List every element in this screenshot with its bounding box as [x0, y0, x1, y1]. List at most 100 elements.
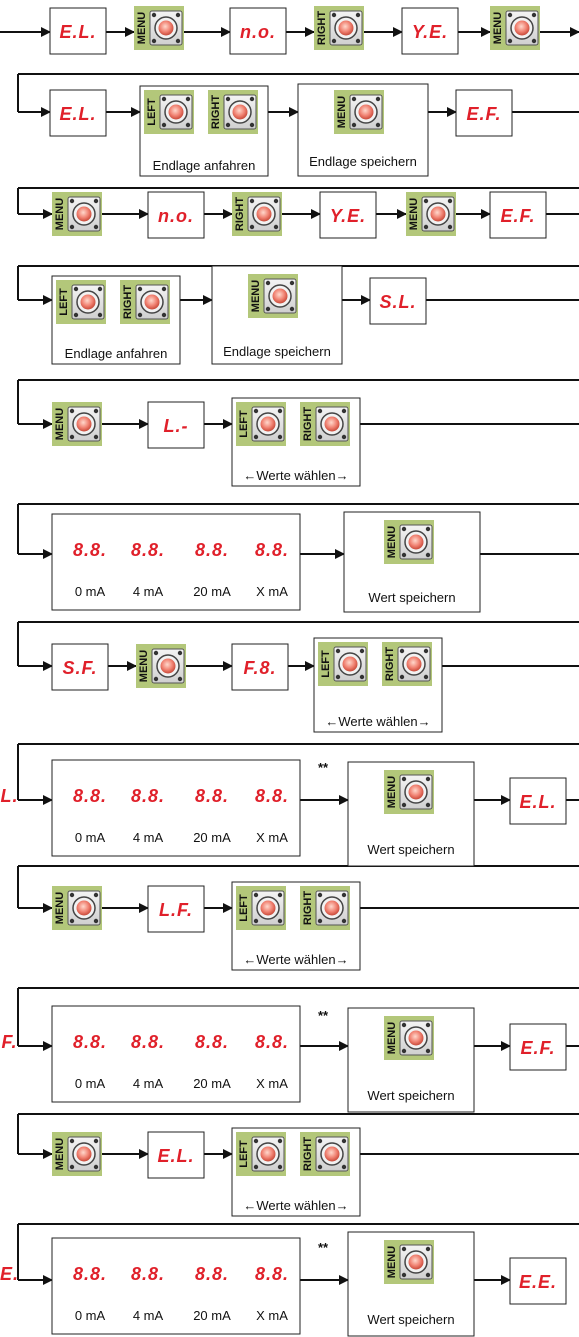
button-led-icon [260, 416, 276, 432]
display-r7-1 [51, 643, 109, 691]
button-label: LEFT [238, 894, 250, 922]
menu-button-r7[interactable]: MENU [136, 644, 186, 688]
display-value: L.- [164, 416, 189, 436]
button-label: RIGHT [210, 95, 222, 130]
menu-button-r8[interactable]: MENU [384, 770, 434, 814]
button-label: MENU [386, 1022, 398, 1054]
menu-button-r6[interactable]: MENU [384, 520, 434, 564]
display-value: Y.E. [330, 206, 366, 226]
menu-button-r1-2[interactable]: MENU [490, 6, 540, 50]
double-star-note: ** [318, 1008, 329, 1023]
display-value: E.L. [519, 792, 556, 812]
menu-button-r11[interactable]: MENU [52, 1132, 102, 1176]
display-r4-1 [369, 277, 427, 325]
r9-select-right-button[interactable]: RIGHT [300, 886, 350, 930]
r8-display-panel [51, 759, 301, 857]
button-led-icon [514, 20, 530, 36]
r5-select-caption: ←Werte wählen→ [243, 468, 348, 483]
button-label: MENU [386, 526, 398, 558]
button-label: MENU [54, 408, 66, 440]
display-value: 8.8. [195, 1032, 229, 1052]
ma-label: 0 mA [75, 584, 106, 599]
menu-button-r12[interactable]: MENU [384, 1240, 434, 1284]
r9-select-left-button[interactable]: LEFT [236, 886, 286, 930]
button-label: MENU [136, 12, 148, 44]
ma-label: 0 mA [75, 830, 106, 845]
r10-display-panel [51, 1005, 301, 1103]
button-label: RIGHT [384, 647, 396, 682]
ma-label: X mA [256, 1076, 288, 1091]
menu-button-r9[interactable]: MENU [52, 886, 102, 930]
ma-label: 20 mA [193, 830, 231, 845]
r4-select-right-button[interactable]: RIGHT [120, 280, 170, 324]
display-value: L.F. [159, 900, 193, 920]
display-r7-2 [231, 643, 289, 691]
right-button-r1[interactable]: RIGHT [314, 6, 364, 50]
ma-label: X mA [256, 830, 288, 845]
r2-select-caption: Endlage anfahren [153, 158, 256, 173]
button-label: MENU [492, 12, 504, 44]
menu-button-r3-1[interactable]: MENU [52, 192, 102, 236]
button-label: RIGHT [302, 1137, 314, 1172]
display-value: 8.8. [131, 540, 165, 560]
button-label: MENU [54, 1138, 66, 1170]
display-value: F.8. [243, 658, 276, 678]
menu-button-r3-2[interactable]: MENU [406, 192, 456, 236]
r2-select-right-button[interactable]: RIGHT [208, 90, 258, 134]
menu-button-r1-1[interactable]: MENU [134, 6, 184, 50]
double-star-note: ** [318, 1240, 329, 1255]
button-label: RIGHT [122, 285, 134, 320]
ma-label: 4 mA [133, 830, 164, 845]
button-label: MENU [54, 892, 66, 924]
right-button-r3[interactable]: RIGHT [232, 192, 282, 236]
button-label: LEFT [320, 650, 332, 678]
r2-select-left-button[interactable]: LEFT [144, 90, 194, 134]
display-value: E.L. [59, 22, 96, 42]
display-value: E.E. [519, 1272, 557, 1292]
menu-button-r2[interactable]: MENU [334, 90, 384, 134]
button-led-icon [408, 784, 424, 800]
button-led-icon [260, 900, 276, 916]
display-value: E.L. [59, 104, 96, 124]
display-r3-3 [489, 191, 547, 239]
r7-select-left-button[interactable]: LEFT [318, 642, 368, 686]
display-value: 8.8. [73, 786, 107, 806]
ma-label: 20 mA [193, 1076, 231, 1091]
r7-select-right-button[interactable]: RIGHT [382, 642, 432, 686]
display-value: n.o. [240, 22, 276, 42]
button-label: RIGHT [234, 197, 246, 232]
button-label: MENU [408, 198, 420, 230]
display-value: 8.8. [73, 540, 107, 560]
ma-label: X mA [256, 584, 288, 599]
r5-select-left-button[interactable]: LEFT [236, 402, 286, 446]
display-value: E.E. [0, 1264, 19, 1284]
display-value: 8.8. [73, 1264, 107, 1284]
display-r1-1 [49, 7, 107, 55]
display-value: 8.8. [195, 1264, 229, 1284]
button-led-icon [406, 656, 422, 672]
r4-save-caption: Endlage speichern [223, 344, 331, 359]
menu-button-r5[interactable]: MENU [52, 402, 102, 446]
display-value: E.F. [520, 1038, 555, 1058]
r11-select-left-button[interactable]: LEFT [236, 1132, 286, 1176]
display-value: Y.E. [412, 22, 448, 42]
button-label: MENU [336, 96, 348, 128]
button-led-icon [324, 416, 340, 432]
display-value: 8.8. [255, 540, 289, 560]
display-value: E.F. [466, 104, 501, 124]
ma-label: X mA [256, 1308, 288, 1323]
display-value: 8.8. [255, 786, 289, 806]
display-r10-5 [509, 1023, 567, 1071]
display-r3-1 [147, 191, 205, 239]
display-value: 8.8. [131, 1264, 165, 1284]
button-led-icon [338, 20, 354, 36]
button-led-icon [408, 1030, 424, 1046]
menu-button-r10[interactable]: MENU [384, 1016, 434, 1060]
r4-select-left-button[interactable]: LEFT [56, 280, 106, 324]
r11-select-right-button[interactable]: RIGHT [300, 1132, 350, 1176]
button-led-icon [232, 104, 248, 120]
r5-select-right-button[interactable]: RIGHT [300, 402, 350, 446]
menu-button-r4[interactable]: MENU [248, 274, 298, 318]
display-r8-5 [509, 777, 567, 825]
display-value: S.L. [379, 292, 416, 312]
